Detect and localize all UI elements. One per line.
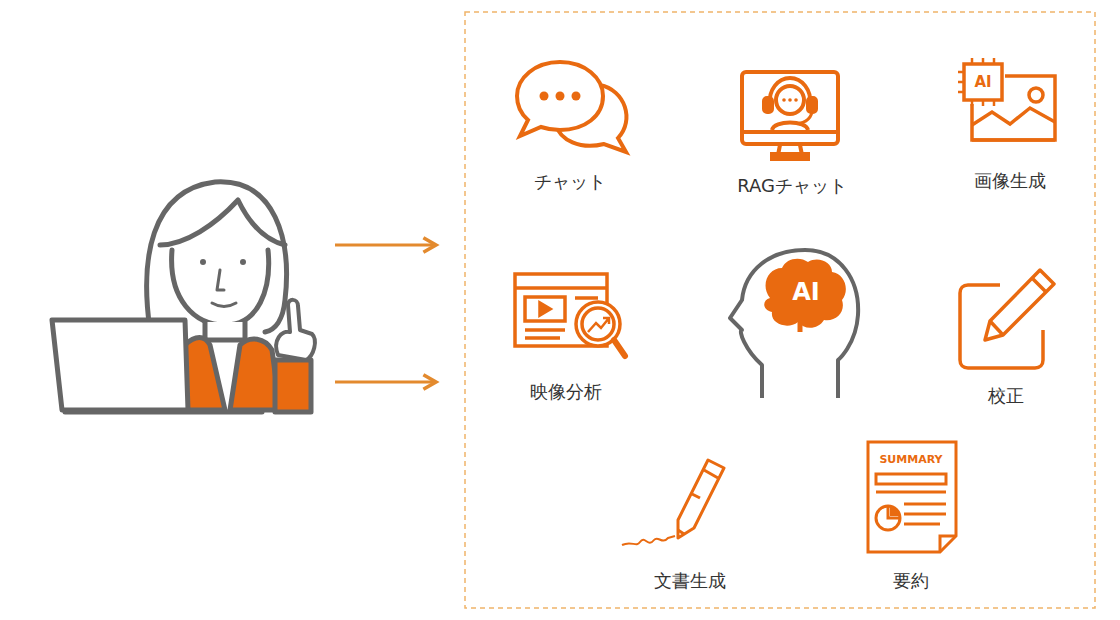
document-heading: SUMMARY [879, 454, 942, 466]
proofreading-icon [960, 270, 1054, 368]
chat-icon [517, 62, 626, 152]
video-analysis-icon [515, 274, 625, 356]
chip-text: AI [974, 74, 991, 91]
arrows [335, 245, 436, 382]
function-label: RAGチャット [737, 176, 847, 196]
function-label: 画像生成 [974, 171, 1046, 191]
function-label: 文書生成 [654, 571, 726, 591]
rag-chat-icon [742, 72, 838, 159]
person-illustration [52, 182, 315, 412]
function-label: チャット [534, 172, 606, 192]
function-label: 要約 [893, 571, 929, 591]
dashed-region [465, 12, 1095, 608]
ai-head-icon [730, 250, 858, 398]
image-generation-icon [958, 58, 1055, 140]
summary-icon [868, 442, 956, 552]
pencil-icon [622, 460, 724, 545]
function-label: 校正 [988, 386, 1024, 406]
function-label: 映像分析 [530, 382, 602, 402]
brain-text: AI [792, 279, 820, 305]
